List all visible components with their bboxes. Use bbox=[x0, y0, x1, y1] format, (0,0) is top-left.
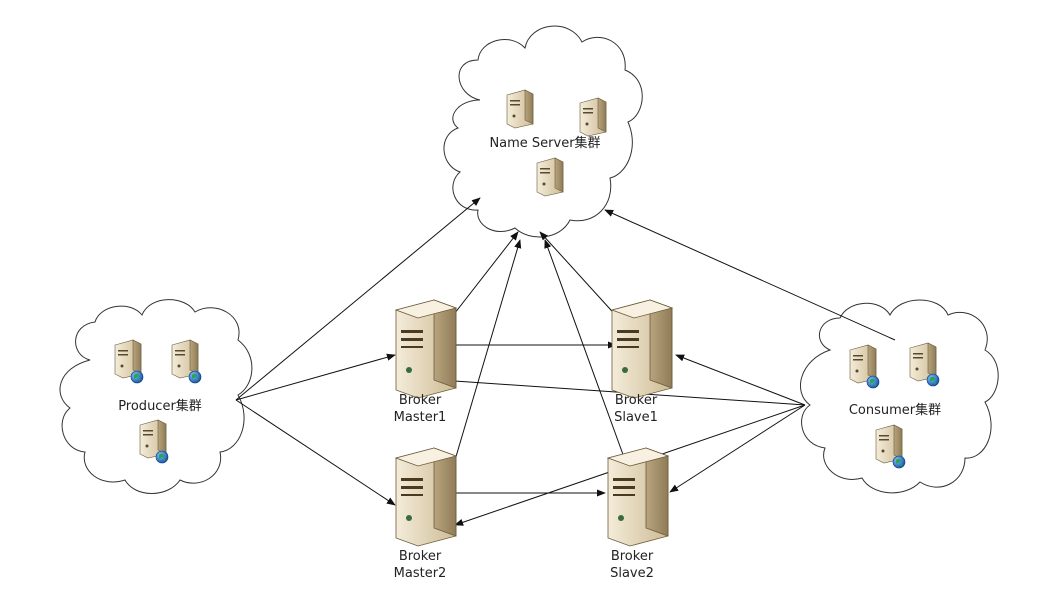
globe-icon bbox=[155, 450, 169, 464]
broker-master1-label: Broker Master1 bbox=[380, 392, 460, 426]
consumer-label: Consumer集群 bbox=[830, 402, 960, 419]
server-icon bbox=[611, 299, 673, 399]
server-icon bbox=[395, 299, 457, 399]
broker-master2-label: Broker Master2 bbox=[380, 548, 460, 582]
broker-master1-line1: Broker bbox=[398, 393, 442, 408]
server-icon bbox=[607, 447, 669, 547]
cloud-icon bbox=[59, 299, 253, 494]
arrow-icon bbox=[544, 239, 626, 461]
globe-icon bbox=[926, 373, 940, 387]
broker-master1-line2: Master1 bbox=[393, 410, 447, 425]
arrow-icon bbox=[539, 231, 621, 321]
server-icon bbox=[536, 157, 564, 197]
consumer-cluster-label: Consumer集群 bbox=[848, 403, 942, 418]
broker-slave2-label: Broker Slave2 bbox=[592, 548, 672, 582]
arrow-icon bbox=[235, 399, 396, 506]
consumer-cloud bbox=[800, 299, 999, 494]
nameserver-cloud bbox=[443, 25, 643, 238]
arrow-icon bbox=[675, 354, 806, 406]
nameserver-label: Name Server集群 bbox=[475, 135, 615, 152]
globe-icon bbox=[130, 370, 144, 384]
arrow-icon bbox=[454, 239, 522, 461]
broker-slave2-line2: Slave2 bbox=[610, 566, 654, 581]
server-icon bbox=[506, 89, 534, 129]
connections bbox=[235, 197, 896, 526]
cloud-icon bbox=[443, 25, 643, 238]
producer-cluster-label: Producer集群 bbox=[118, 399, 202, 414]
globe-icon bbox=[866, 375, 880, 389]
globe-icon bbox=[892, 455, 906, 469]
producer-label: Producer集群 bbox=[100, 398, 220, 415]
cloud-icon bbox=[800, 299, 999, 494]
broker-slave2-line1: Broker bbox=[610, 549, 654, 564]
nameserver-cluster-label: Name Server集群 bbox=[489, 136, 601, 151]
broker-master2-line2: Master2 bbox=[393, 566, 447, 581]
server-icon bbox=[395, 447, 457, 547]
server-icon bbox=[579, 97, 607, 137]
arrow-icon bbox=[669, 404, 806, 493]
globe-icon bbox=[188, 370, 202, 384]
broker-slave1-label: Broker Slave1 bbox=[596, 392, 676, 426]
arrow-icon bbox=[235, 197, 481, 401]
arrow-icon bbox=[235, 353, 396, 401]
producer-cloud bbox=[59, 299, 253, 494]
arrow-icon bbox=[604, 209, 896, 341]
broker-slave1-line1: Broker bbox=[614, 393, 658, 408]
broker-master2-line1: Broker bbox=[398, 549, 442, 564]
broker-slave1-line2: Slave1 bbox=[614, 410, 658, 425]
